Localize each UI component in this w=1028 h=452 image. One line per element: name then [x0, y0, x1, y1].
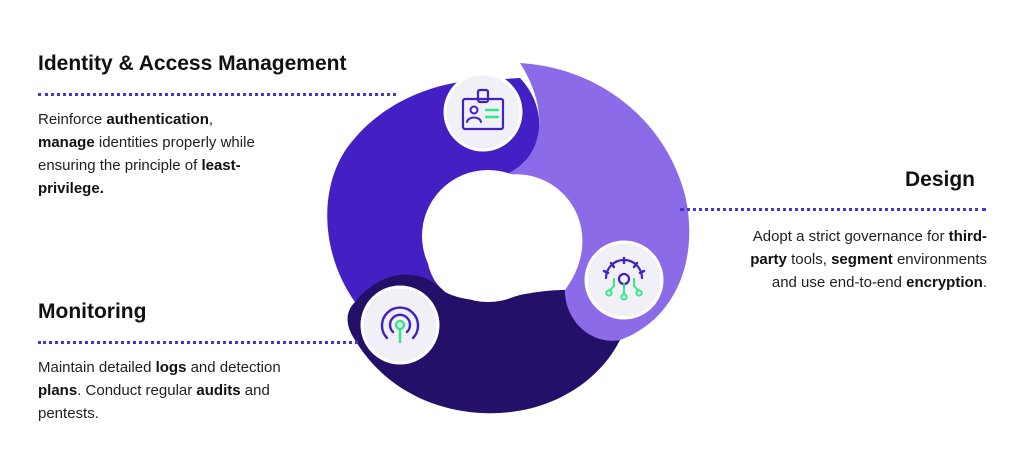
monitoring-dotted-connector: [38, 341, 358, 344]
design-title: Design: [905, 168, 976, 191]
design-description: Adopt a strict governance for third-part…: [750, 228, 987, 291]
design-icon-badge: [584, 240, 664, 320]
identity-dotted-connector: [38, 93, 396, 96]
radar-signal-icon: [380, 306, 420, 344]
id-badge-icon: [461, 88, 505, 131]
identity-icon-badge: [443, 72, 523, 152]
monitoring-icon-badge: [360, 285, 440, 365]
design-dotted-connector: [680, 208, 986, 211]
identity-description: Reinforce authentication,manage identiti…: [38, 111, 255, 197]
identity-title: Identity & Access Management: [38, 52, 347, 75]
gear-circuit-icon: [602, 256, 646, 301]
monitoring-title: Monitoring: [38, 300, 147, 323]
